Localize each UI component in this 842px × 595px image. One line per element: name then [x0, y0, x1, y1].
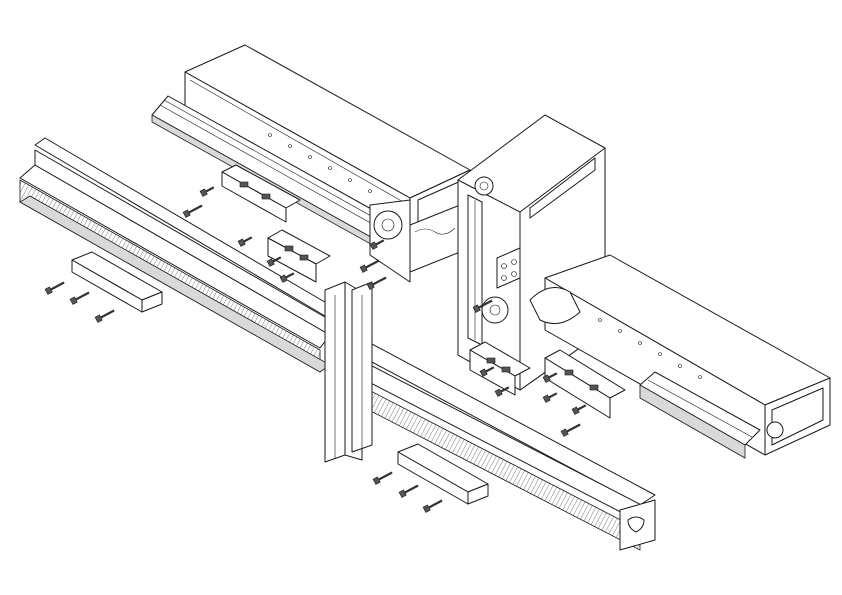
center-post [324, 281, 373, 463]
clip-upper-b [267, 229, 331, 283]
screw [542, 392, 558, 403]
beam-end-plate [369, 199, 461, 283]
screw [366, 276, 387, 290]
right-rail [639, 371, 761, 459]
screw [571, 404, 587, 415]
clip-upper-a [221, 164, 301, 223]
screw [372, 471, 393, 485]
screws [44, 186, 587, 513]
long-rail-lower [329, 334, 656, 551]
screw [398, 484, 419, 498]
screw [266, 256, 282, 267]
screw [422, 499, 443, 513]
screw [237, 236, 253, 247]
screw [494, 386, 510, 397]
screw [94, 309, 115, 323]
screw [359, 259, 380, 273]
clip-lower-b [544, 349, 626, 419]
long-rail-upper [19, 137, 336, 373]
cover-cap-right [397, 443, 489, 505]
screw [542, 372, 558, 383]
screw [560, 423, 581, 437]
right-beam [529, 254, 831, 456]
clip-lower-a [469, 341, 531, 396]
screw [279, 272, 295, 283]
screw [472, 299, 493, 313]
screw [44, 281, 65, 295]
cover-cap-left [71, 251, 163, 313]
screw [69, 291, 90, 305]
screw [479, 366, 495, 377]
screw [369, 239, 385, 250]
screw [199, 186, 215, 197]
screw [182, 204, 203, 218]
